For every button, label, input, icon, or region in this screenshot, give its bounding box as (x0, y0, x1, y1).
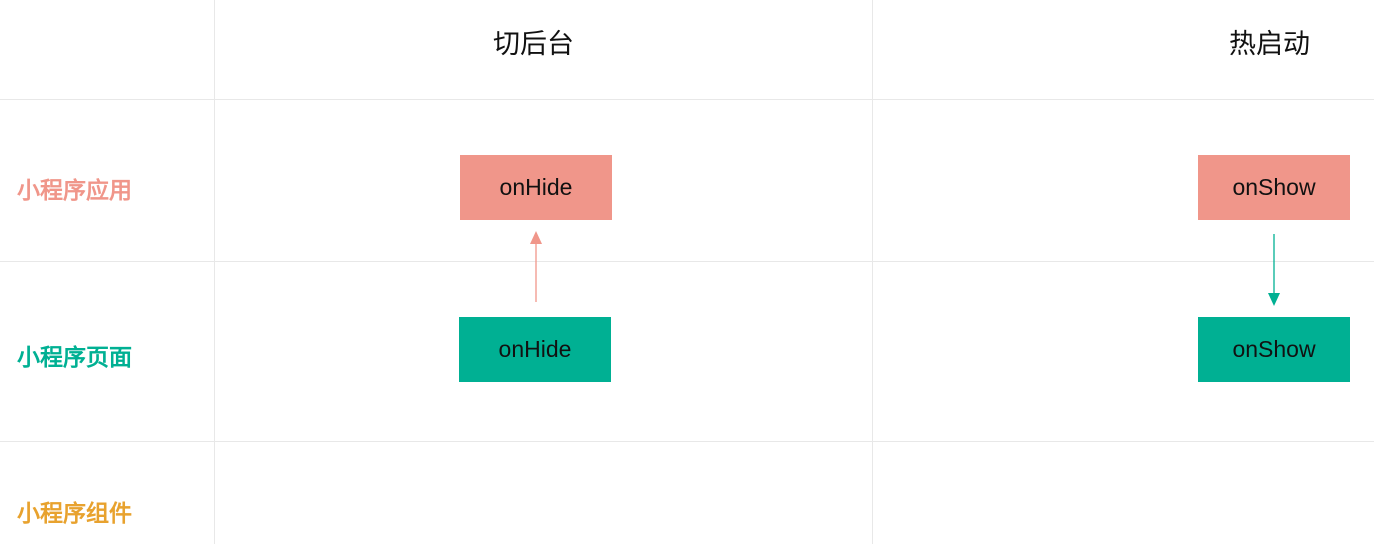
grid-divider-page-row (0, 441, 1374, 442)
row-label-component: 小程序组件 (17, 500, 132, 526)
node-background-page-onhide[interactable]: onHide (459, 317, 611, 382)
column-header-background: 切后台 (493, 29, 574, 59)
grid-divider-label-column (214, 0, 215, 544)
row-label-page: 小程序页面 (17, 344, 132, 370)
node-background-app-onhide[interactable]: onHide (460, 155, 612, 220)
arrow-page-to-app-background (530, 231, 542, 302)
grid-divider-app-row (0, 261, 1374, 262)
column-header-hot-start: 热启动 (1229, 29, 1310, 59)
node-hotstart-app-onshow[interactable]: onShow (1198, 155, 1350, 220)
arrow-app-to-page-hotstart (1268, 234, 1280, 306)
grid-divider-header (0, 99, 1374, 100)
node-hotstart-page-onshow[interactable]: onShow (1198, 317, 1350, 382)
grid-divider-middle (872, 0, 873, 544)
row-label-app: 小程序应用 (17, 177, 132, 203)
